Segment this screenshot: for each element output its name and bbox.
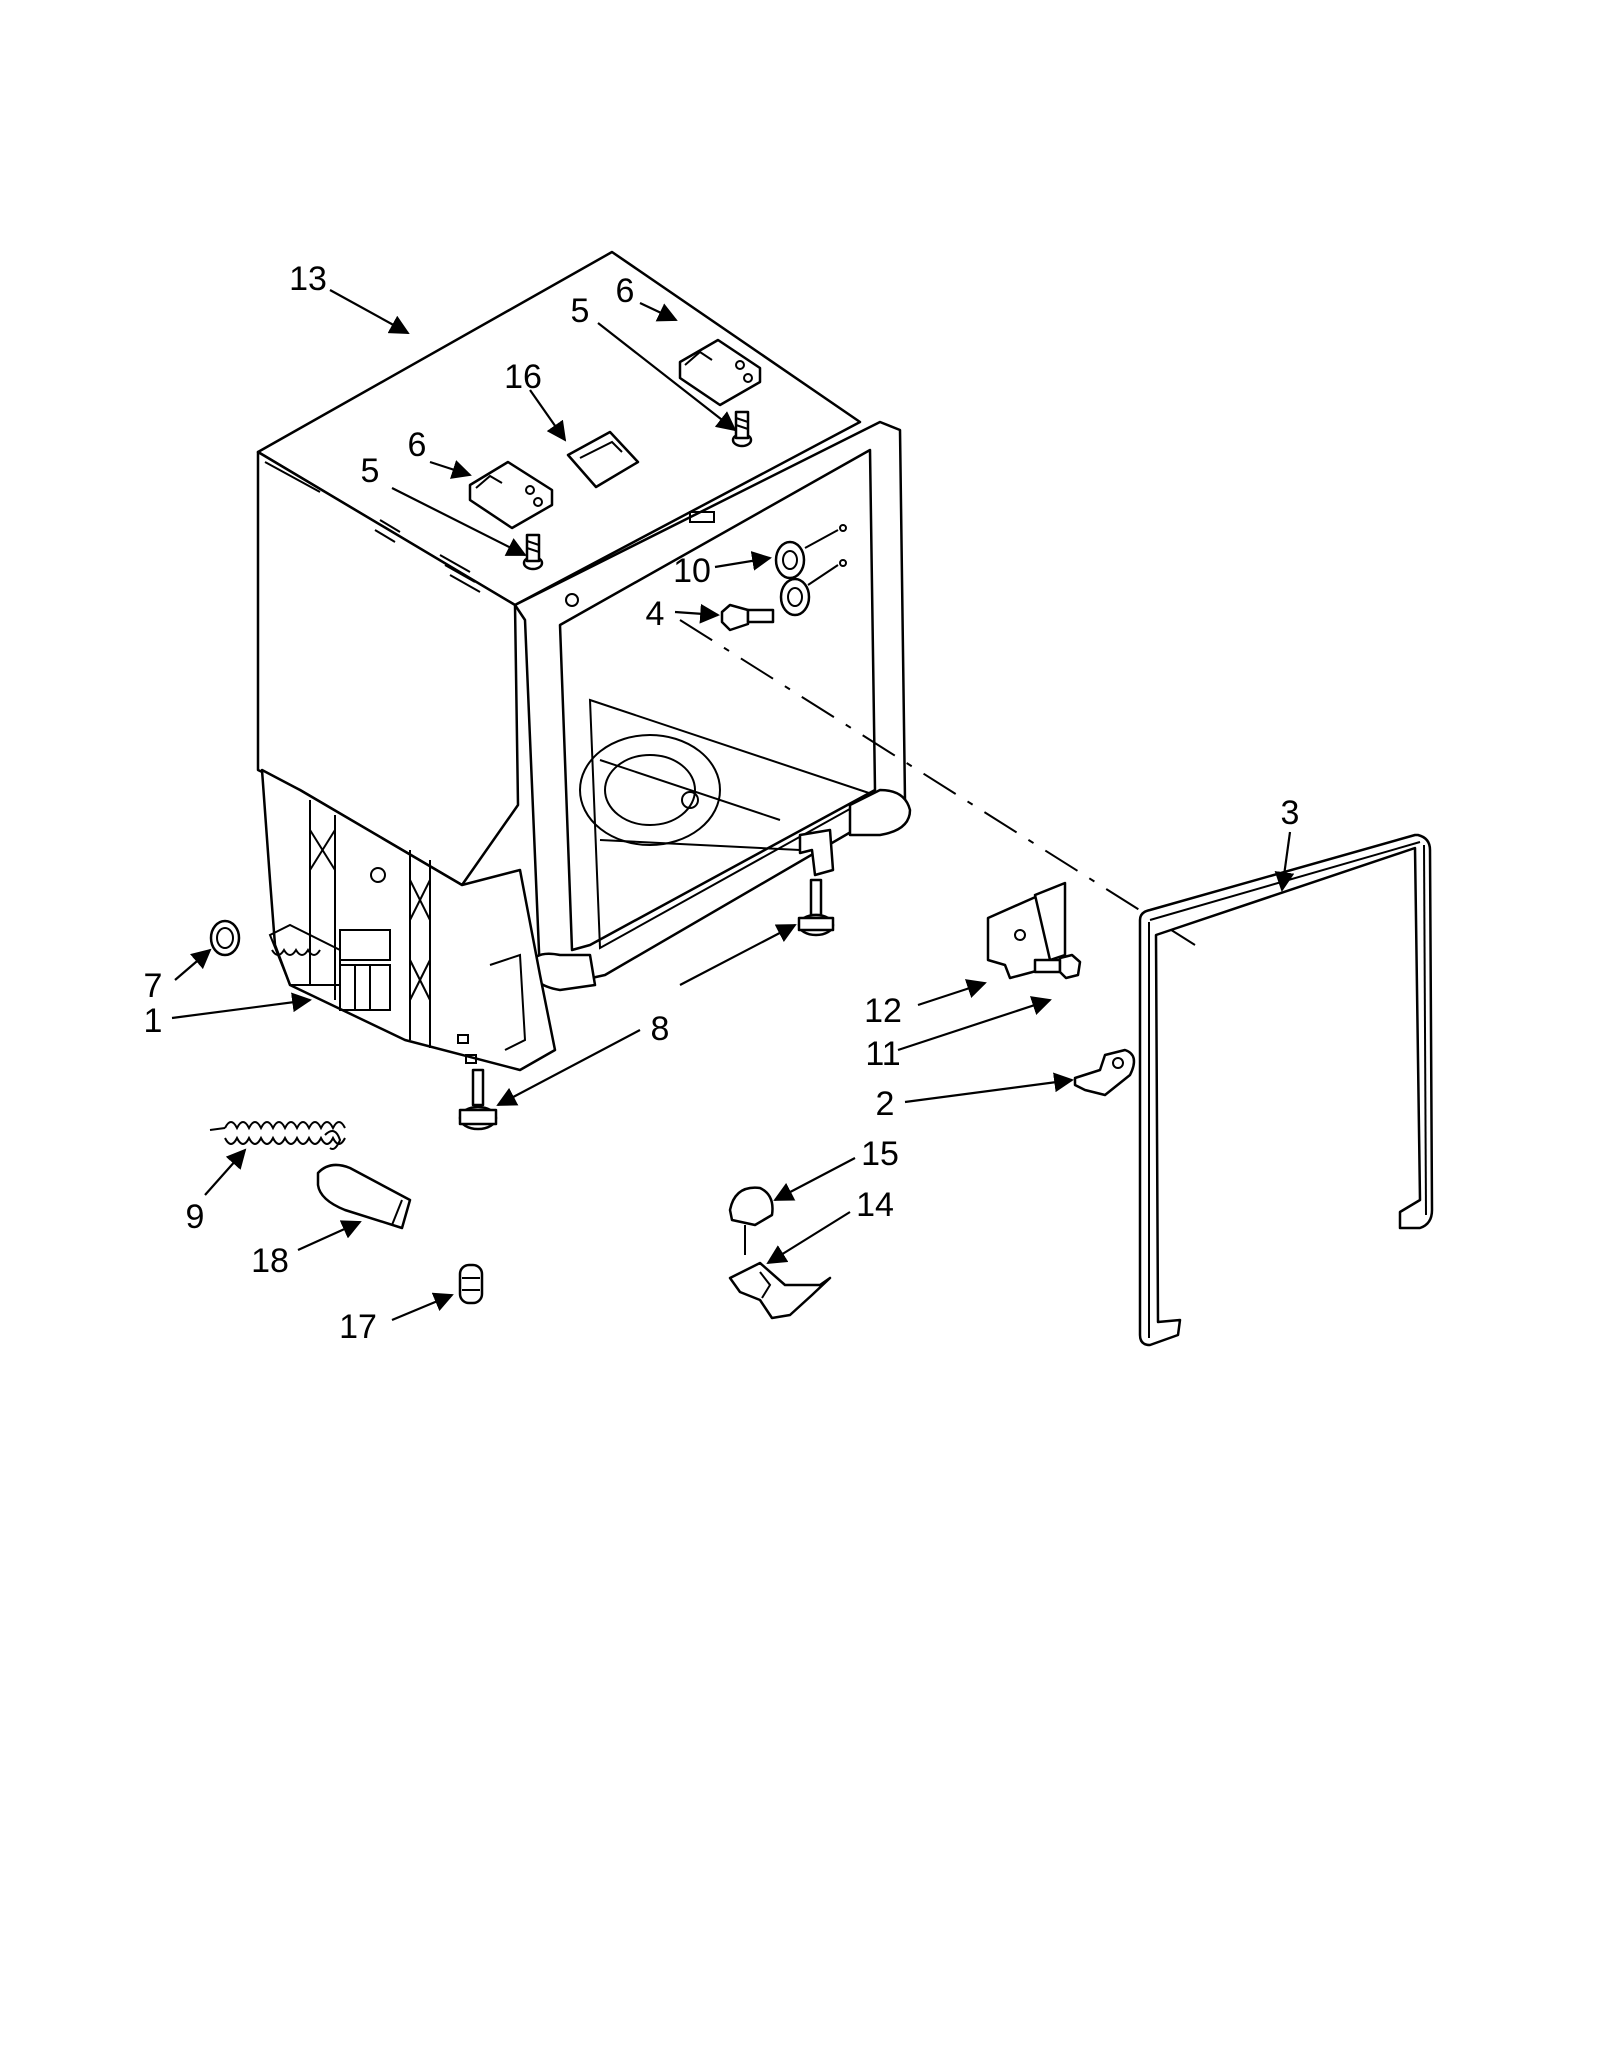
callout-14: 14 xyxy=(856,1186,894,1224)
callout-15: 15 xyxy=(861,1135,899,1173)
gasket-alignment-line xyxy=(679,619,1196,946)
tub-assembly xyxy=(256,250,912,1072)
callout-labels: 13 6 5 16 6 5 10 4 3 7 1 8 12 11 2 15 14… xyxy=(144,260,1300,1346)
leveling-leg-lower xyxy=(458,1068,498,1131)
callout-18: 18 xyxy=(251,1242,289,1280)
callout-5-upper: 5 xyxy=(571,292,590,330)
callout-6-lower: 6 xyxy=(408,426,427,464)
callout-11: 11 xyxy=(865,1035,900,1073)
latch-strike xyxy=(1073,1048,1136,1097)
leader-lines xyxy=(171,289,1295,1322)
screw-lower xyxy=(522,533,544,571)
base-ribs xyxy=(268,800,527,1064)
leveling-leg-upper xyxy=(797,878,835,937)
dishrack-rollers xyxy=(774,524,847,617)
callout-16: 16 xyxy=(504,358,542,396)
callout-2: 2 xyxy=(876,1085,895,1123)
frame-slot xyxy=(689,511,715,523)
spring-cover xyxy=(316,1163,412,1230)
callout-6-upper: 6 xyxy=(616,272,635,310)
switch-bracket xyxy=(728,1261,832,1320)
callout-12: 12 xyxy=(864,992,902,1030)
door-spring xyxy=(209,1121,346,1150)
callout-17: 17 xyxy=(339,1308,377,1346)
callout-13: 13 xyxy=(289,260,327,298)
roller-screw xyxy=(720,603,775,632)
grommet xyxy=(209,919,241,957)
screw-upper xyxy=(731,410,753,448)
callout-9: 9 xyxy=(186,1198,205,1236)
mounting-bracket xyxy=(986,881,1067,980)
callout-8: 8 xyxy=(651,1010,670,1048)
side-panel-marks xyxy=(264,461,481,593)
door-gasket xyxy=(1138,833,1434,1347)
hinge-bracket-upper xyxy=(678,338,762,407)
spray-arm xyxy=(579,734,801,851)
callout-1: 1 xyxy=(144,1002,163,1040)
hinge-bracket-lower xyxy=(468,460,554,530)
rear-bracket xyxy=(798,828,835,877)
frame-hole xyxy=(565,593,579,607)
bracket-screw xyxy=(1033,953,1082,980)
callout-5-lower: 5 xyxy=(361,452,380,490)
callout-10: 10 xyxy=(673,552,711,590)
callout-4: 4 xyxy=(646,595,665,633)
callout-3: 3 xyxy=(1281,794,1300,832)
door-bumper xyxy=(458,1263,484,1305)
mounting-clip xyxy=(566,430,640,489)
frame-foot-right xyxy=(848,788,912,837)
door-switch xyxy=(728,1186,774,1255)
callout-7: 7 xyxy=(144,967,163,1005)
